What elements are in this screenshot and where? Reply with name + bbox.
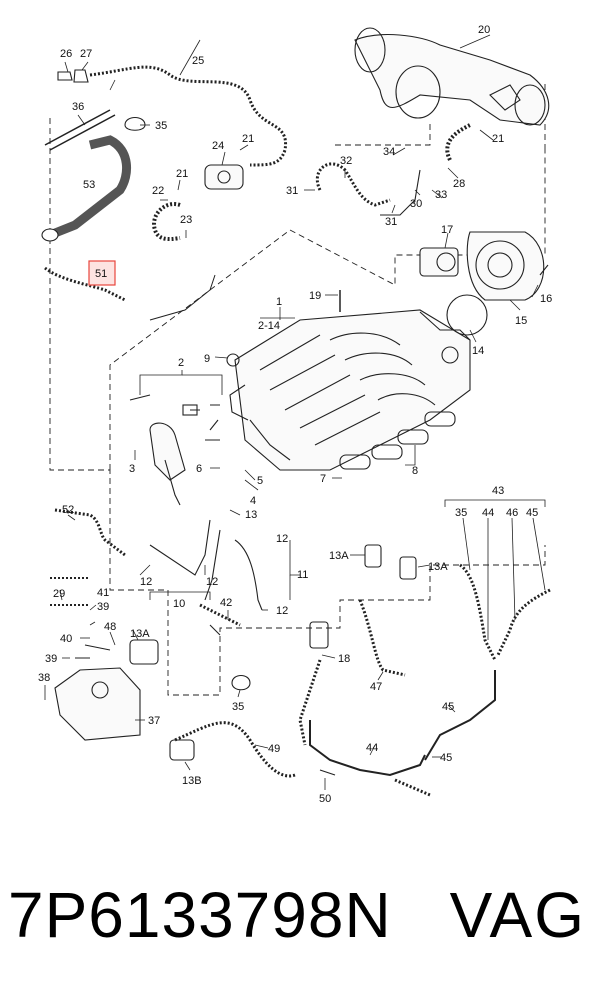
callout-12-a[interactable]: 12 — [276, 533, 288, 545]
callout-37[interactable]: 37 — [148, 715, 160, 727]
callout-22[interactable]: 22 — [152, 185, 164, 197]
callout-49[interactable]: 49 — [268, 743, 280, 755]
callout-16[interactable]: 16 — [540, 293, 552, 305]
highlight-box-51 — [88, 260, 116, 286]
hose-21 — [445, 123, 471, 161]
callout-12-b[interactable]: 12 — [140, 576, 152, 588]
callout-50[interactable]: 50 — [319, 793, 331, 805]
callout-41[interactable]: 41 — [97, 587, 109, 599]
callout-33[interactable]: 33 — [435, 189, 447, 201]
callout-53[interactable]: 53 — [83, 179, 95, 191]
callout-1[interactable]: 1 — [276, 296, 282, 308]
callout-30[interactable]: 30 — [410, 198, 422, 210]
callout-6[interactable]: 6 — [196, 463, 202, 475]
hose-53 — [48, 135, 132, 240]
callout-13A-2[interactable]: 13A — [428, 561, 448, 573]
exploded-parts-diagram: 1 2-14 2 3 4 5 6 7 8 9 10 11 12 12 12 12… — [38, 24, 552, 805]
callout-39-a[interactable]: 39 — [97, 601, 109, 613]
intake-manifold — [229, 309, 471, 471]
callout-39-b[interactable]: 39 — [45, 653, 57, 665]
callout-8[interactable]: 8 — [412, 465, 418, 477]
sensor-17 — [419, 247, 459, 277]
callout-45-a[interactable]: 45 — [526, 507, 538, 519]
callout-18[interactable]: 18 — [338, 653, 350, 665]
callout-2[interactable]: 2 — [178, 357, 184, 369]
callout-9[interactable]: 9 — [204, 353, 210, 365]
callout-14[interactable]: 14 — [472, 345, 484, 357]
hose-32 — [315, 162, 391, 207]
callout-13B[interactable]: 13B — [182, 775, 202, 787]
callout-52[interactable]: 52 — [62, 504, 74, 516]
callout-26[interactable]: 26 — [60, 48, 72, 60]
callout-13[interactable]: 13 — [245, 509, 257, 521]
callout-47[interactable]: 47 — [370, 681, 382, 693]
throttle-body — [354, 27, 550, 126]
callout-20[interactable]: 20 — [478, 24, 490, 36]
callout-35-c[interactable]: 35 — [455, 507, 467, 519]
item-36 — [44, 109, 116, 151]
callout-44-a[interactable]: 44 — [482, 507, 494, 519]
callout-24[interactable]: 24 — [212, 140, 224, 152]
callout-31-b[interactable]: 31 — [385, 216, 397, 228]
callout-28[interactable]: 28 — [453, 178, 465, 190]
callout-32[interactable]: 32 — [340, 155, 352, 167]
component-2 — [129, 353, 240, 506]
callout-7[interactable]: 7 — [320, 473, 326, 485]
callout-31-a[interactable]: 31 — [286, 185, 298, 197]
tank-37 — [54, 667, 141, 741]
callout-21-c[interactable]: 21 — [492, 133, 504, 145]
callout-11[interactable]: 11 — [297, 569, 308, 581]
callout-34[interactable]: 34 — [383, 146, 395, 158]
callout-12-c[interactable]: 12 — [206, 576, 218, 588]
callout-45-b[interactable]: 45 — [442, 701, 454, 713]
callout-44-b[interactable]: 44 — [366, 742, 378, 754]
callout-35-b[interactable]: 35 — [232, 701, 244, 713]
callout-45-c[interactable]: 45 — [440, 752, 452, 764]
callout-10[interactable]: 10 — [173, 598, 185, 610]
callout-17[interactable]: 17 — [441, 224, 453, 236]
callout-42[interactable]: 42 — [220, 597, 232, 609]
callout-25[interactable]: 25 — [192, 55, 204, 67]
brand-name: VAG — [449, 879, 586, 951]
callout-labels: 1 2-14 2 3 4 5 6 7 8 9 10 11 12 12 12 12… — [38, 24, 552, 805]
callout-36[interactable]: 36 — [72, 101, 84, 113]
callout-48[interactable]: 48 — [104, 621, 116, 633]
callout-27[interactable]: 27 — [80, 48, 92, 60]
callout-46[interactable]: 46 — [506, 507, 518, 519]
gaskets — [339, 411, 456, 470]
leader-lines — [44, 34, 546, 790]
callout-3[interactable]: 3 — [129, 463, 135, 475]
callout-13A-1[interactable]: 13A — [329, 550, 349, 562]
callout-4[interactable]: 4 — [250, 495, 256, 507]
callout-12-d[interactable]: 12 — [276, 605, 288, 617]
hoses-12 — [149, 519, 263, 611]
callout-21-b[interactable]: 21 — [176, 168, 188, 180]
parts-artwork — [41, 27, 551, 797]
hose-25 — [89, 65, 288, 167]
part-number: 7P6133798N — [8, 879, 392, 951]
valve-24 — [204, 164, 244, 190]
footer: 7P6133798N VAG — [0, 878, 600, 988]
throttle-valve — [446, 231, 549, 336]
callout-38[interactable]: 38 — [38, 672, 50, 684]
callout-2-14[interactable]: 2-14 — [258, 320, 280, 332]
hose-51 — [44, 266, 126, 302]
hose-22 — [152, 202, 181, 241]
callout-15[interactable]: 15 — [515, 315, 527, 327]
callout-5[interactable]: 5 — [257, 475, 263, 487]
callout-51[interactable]: 51 — [95, 268, 107, 280]
callout-21-a[interactable]: 21 — [242, 133, 254, 145]
callout-35-a[interactable]: 35 — [155, 120, 167, 132]
callout-23[interactable]: 23 — [180, 214, 192, 226]
callout-13A-3[interactable]: 13A — [130, 628, 150, 640]
callout-43[interactable]: 43 — [492, 485, 504, 497]
callout-29[interactable]: 29 — [53, 588, 65, 600]
callout-40[interactable]: 40 — [60, 633, 72, 645]
callout-19[interactable]: 19 — [309, 290, 321, 302]
